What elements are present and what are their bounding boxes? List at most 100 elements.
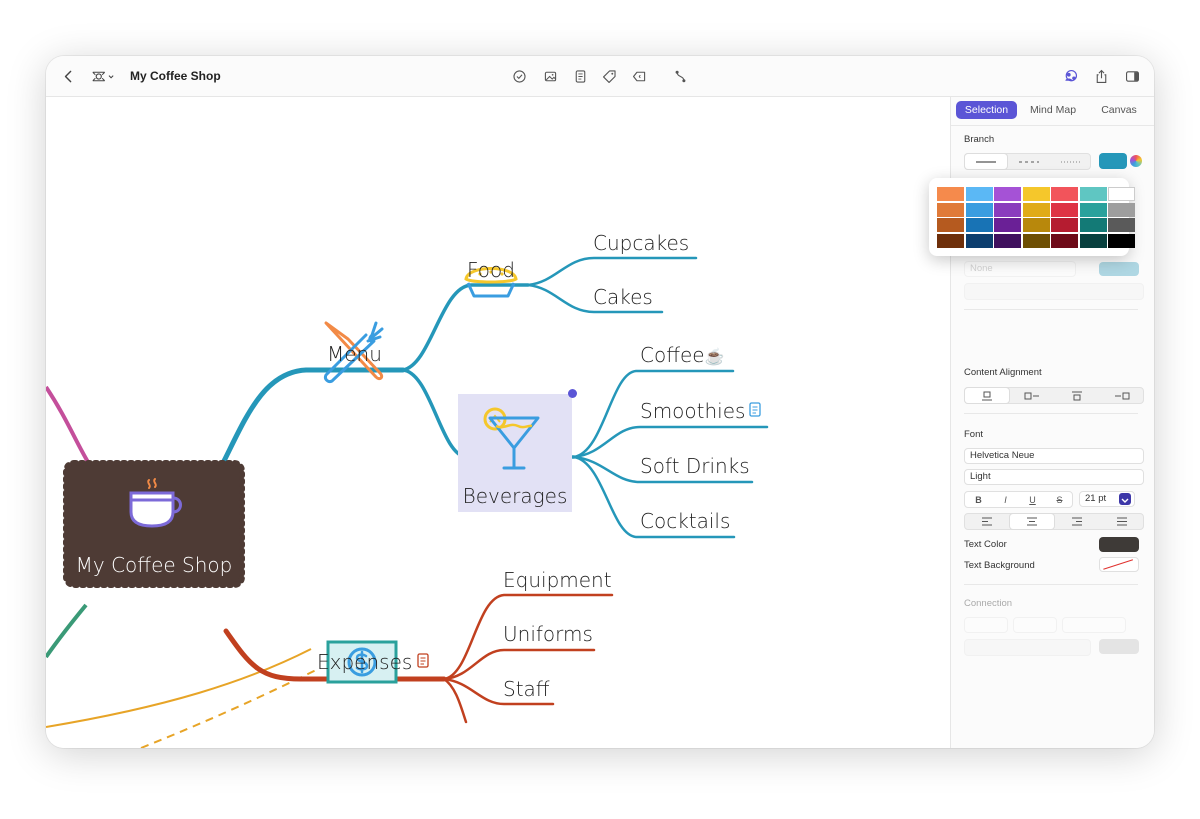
tag-icon[interactable] — [599, 66, 619, 86]
collaborate-icon[interactable] — [1060, 66, 1080, 86]
text-alignment-control[interactable] — [964, 513, 1144, 530]
color-well-dim[interactable] — [1099, 262, 1139, 276]
staff-node[interactable]: Staff — [503, 677, 550, 701]
color-swatch[interactable] — [965, 202, 993, 217]
note-icon[interactable] — [570, 66, 590, 86]
align-text-center-icon[interactable] — [1010, 514, 1054, 529]
color-swatch[interactable] — [1022, 202, 1050, 217]
color-swatch[interactable] — [937, 187, 964, 201]
connection-shape-field[interactable] — [1062, 617, 1126, 633]
branch-color-well[interactable] — [1099, 153, 1127, 169]
color-picker-icon[interactable] — [1130, 155, 1142, 167]
color-swatch[interactable] — [937, 233, 964, 248]
bold-button[interactable]: B — [975, 494, 982, 505]
connection-line-style[interactable] — [964, 639, 1091, 656]
color-swatch[interactable] — [965, 233, 993, 248]
color-swatch[interactable] — [1022, 233, 1050, 248]
align-bottom-option[interactable] — [1055, 388, 1099, 403]
root-node[interactable]: My Coffee Shop — [62, 459, 246, 589]
branch-width-field[interactable]: None — [964, 261, 1076, 277]
align-left-option[interactable] — [1010, 388, 1054, 403]
menu-node[interactable]: Menu — [327, 342, 382, 366]
strikethrough-button[interactable]: S — [1056, 494, 1063, 505]
color-swatch[interactable] — [994, 187, 1021, 201]
color-swatch[interactable] — [1079, 202, 1107, 217]
soft-drinks-node[interactable]: Soft Drinks — [640, 454, 750, 478]
color-swatch[interactable] — [1108, 218, 1135, 232]
color-swatch[interactable] — [965, 187, 993, 201]
color-swatch[interactable] — [937, 202, 964, 217]
color-swatch[interactable] — [994, 233, 1021, 248]
coffee-cup-icon — [125, 476, 189, 530]
beverages-node[interactable]: Beverages — [458, 394, 572, 512]
cupcakes-node[interactable]: Cupcakes — [593, 231, 690, 255]
color-swatch[interactable] — [1108, 202, 1135, 217]
smoothies-node[interactable]: Smoothies — [640, 399, 746, 423]
color-swatch[interactable] — [1079, 218, 1107, 232]
expenses-node[interactable]: Expenses — [317, 650, 413, 674]
italic-button[interactable]: I — [1004, 494, 1007, 505]
content-alignment-control[interactable] — [964, 387, 1144, 404]
cakes-node[interactable]: Cakes — [593, 285, 653, 309]
label-icon[interactable] — [629, 66, 649, 86]
color-swatch[interactable] — [1022, 187, 1050, 201]
food-node[interactable]: Food — [467, 258, 515, 282]
tab-selection[interactable]: Selection — [956, 101, 1017, 119]
color-swatch[interactable] — [1051, 187, 1078, 201]
color-swatch[interactable] — [994, 218, 1021, 232]
align-text-left-icon[interactable] — [965, 514, 1009, 529]
color-swatch[interactable] — [937, 218, 964, 232]
document-title[interactable]: My Coffee Shop — [130, 69, 221, 83]
color-swatch[interactable] — [994, 202, 1021, 217]
smoothies-note-icon[interactable] — [749, 402, 761, 417]
text-background-well[interactable] — [1099, 557, 1139, 572]
sidebar-icon[interactable] — [1122, 66, 1142, 86]
checkbox-icon[interactable] — [509, 66, 529, 86]
font-size-stepper-icon[interactable] — [1119, 493, 1131, 505]
connection-end-field[interactable] — [1013, 617, 1057, 633]
cocktails-node[interactable]: Cocktails — [640, 509, 731, 533]
underline-button[interactable]: U — [1029, 494, 1036, 505]
selection-handle[interactable] — [568, 389, 577, 398]
color-swatch[interactable] — [1108, 187, 1135, 201]
line-dotted-option[interactable] — [1051, 154, 1091, 169]
coffee-node[interactable]: Coffee☕ — [640, 343, 725, 367]
color-swatch[interactable] — [1079, 233, 1107, 248]
color-swatch[interactable] — [1079, 187, 1107, 201]
align-text-justify-icon[interactable] — [1100, 514, 1144, 529]
branch-line-style[interactable] — [964, 153, 1091, 170]
color-swatch[interactable] — [965, 218, 993, 232]
mind-map-canvas[interactable]: My Coffee Shop Menu Food Cupcakes Cakes — [46, 97, 950, 748]
connection-icon[interactable] — [670, 66, 690, 86]
equipment-node[interactable]: Equipment — [503, 568, 612, 592]
align-top-option[interactable] — [965, 388, 1009, 403]
image-icon[interactable] — [540, 66, 560, 86]
text-color-well[interactable] — [1099, 537, 1139, 552]
branch-end-style[interactable] — [964, 283, 1144, 300]
line-solid-option[interactable] — [965, 154, 1007, 169]
color-swatch[interactable] — [1051, 202, 1078, 217]
tab-canvas[interactable]: Canvas — [1101, 104, 1137, 116]
color-swatch[interactable] — [1108, 233, 1135, 248]
color-swatch[interactable] — [1051, 233, 1078, 248]
branch-label: Branch — [964, 134, 995, 145]
color-swatch[interactable] — [1051, 218, 1078, 232]
align-text-right-icon[interactable] — [1055, 514, 1099, 529]
line-dashed-option[interactable] — [1008, 154, 1050, 169]
connection-color-well[interactable] — [1099, 639, 1139, 654]
font-weight-field[interactable]: Light — [964, 469, 1144, 485]
align-right-option[interactable] — [1100, 388, 1144, 403]
text-style-control[interactable]: B I U S — [964, 491, 1073, 508]
root-node-label: My Coffee Shop — [75, 553, 233, 577]
font-label: Font — [964, 429, 984, 440]
outline-icon[interactable] — [88, 66, 118, 86]
text-background-label: Text Background — [964, 560, 1035, 571]
font-family-field[interactable]: Helvetica Neue — [964, 448, 1144, 464]
share-icon[interactable] — [1091, 66, 1111, 86]
color-swatch[interactable] — [1022, 218, 1050, 232]
uniforms-node[interactable]: Uniforms — [503, 622, 593, 646]
expenses-note-icon[interactable] — [417, 653, 429, 668]
connection-start-field[interactable] — [964, 617, 1008, 633]
back-icon[interactable] — [58, 66, 78, 86]
tab-mind-map[interactable]: Mind Map — [1029, 104, 1077, 116]
